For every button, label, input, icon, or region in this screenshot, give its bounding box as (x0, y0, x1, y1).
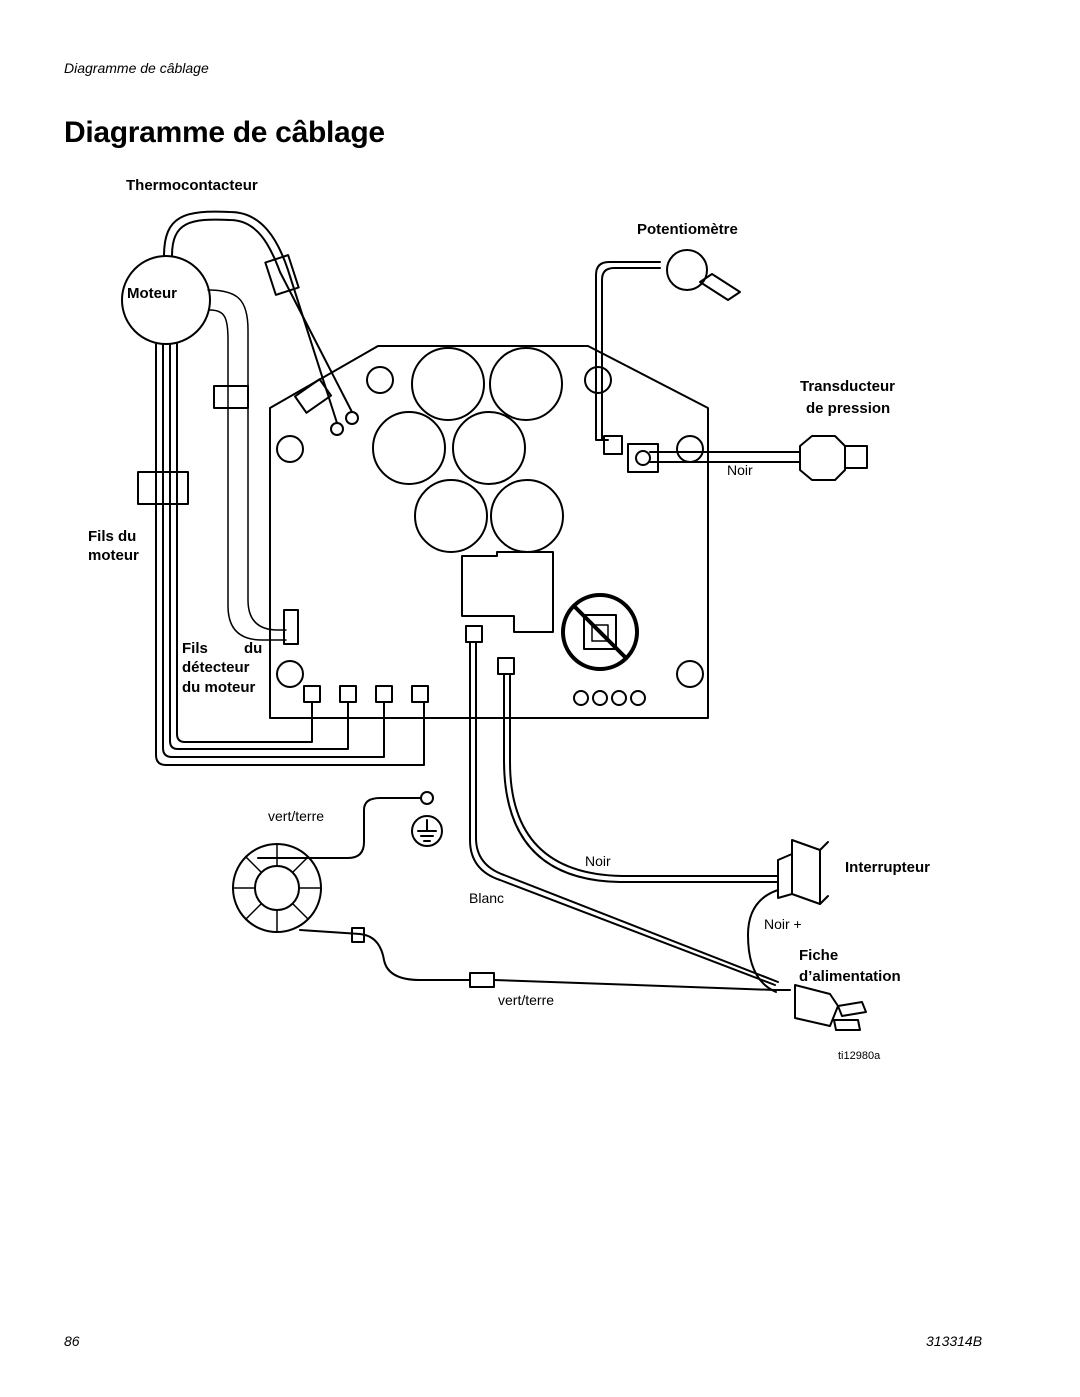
ground-icon (411, 815, 443, 847)
label-thermocontacteur: Thermocontacteur (126, 177, 258, 194)
capacitor (489, 347, 563, 421)
label-du-moteur: du moteur (182, 679, 255, 696)
indicator-led (630, 690, 646, 706)
indicator-led (592, 690, 608, 706)
label-fiche: Fiche (799, 947, 838, 964)
document-number: 313314B (926, 1333, 983, 1349)
label-potentiometre: Potentiomètre (637, 221, 738, 238)
label-noir-switch: Noir (585, 853, 611, 869)
label-moteur-wires: moteur (88, 547, 139, 564)
mounting-hole (676, 660, 704, 688)
page-number: 86 (64, 1333, 80, 1349)
label-interrupteur: Interrupteur (845, 859, 930, 876)
mounting-hole (366, 366, 394, 394)
label-vert-terre-2: vert/terre (498, 992, 554, 1008)
capacitor (411, 347, 485, 421)
prohibition-icon (561, 593, 639, 671)
label-moteur: Moteur (127, 285, 177, 302)
mounting-hole (676, 435, 704, 463)
label-fils-du: Fils du (88, 528, 136, 545)
label-noir-plus: Noir + (764, 916, 802, 932)
label-noir-transducteur: Noir (727, 462, 753, 478)
label-detecteur: détecteur (182, 659, 250, 676)
capacitor (452, 411, 526, 485)
wire-sleeve (137, 471, 189, 505)
capacitor (372, 411, 446, 485)
label-fils: Fils (182, 640, 208, 657)
label-transducteur: Transducteur (800, 378, 895, 395)
capacitor (490, 479, 564, 553)
motor (121, 255, 211, 345)
label-blanc: Blanc (469, 890, 504, 906)
label-de-pression: de pression (806, 400, 890, 417)
label-du: du (244, 640, 262, 657)
mounting-hole (276, 435, 304, 463)
label-vert-terre-1: vert/terre (268, 808, 324, 824)
indicator-led (611, 690, 627, 706)
figure-id: ti12980a (838, 1050, 881, 1062)
sensor-connector (283, 609, 299, 645)
pressure-transducer (799, 435, 846, 481)
power-plug (794, 984, 839, 1027)
mounting-hole (584, 366, 612, 394)
sensor-sleeve (213, 385, 249, 409)
potentiometer (666, 249, 708, 291)
thermostat-connector (264, 254, 300, 296)
running-head: Diagramme de câblage (64, 60, 209, 76)
page-title: Diagramme de câblage (64, 116, 385, 149)
power-switch (791, 839, 821, 905)
module-block (461, 551, 554, 633)
mounting-hole (276, 660, 304, 688)
indicator-led (573, 690, 589, 706)
capacitor (414, 479, 488, 553)
label-alimentation: d’alimentation (799, 968, 901, 985)
control-board (269, 345, 709, 719)
